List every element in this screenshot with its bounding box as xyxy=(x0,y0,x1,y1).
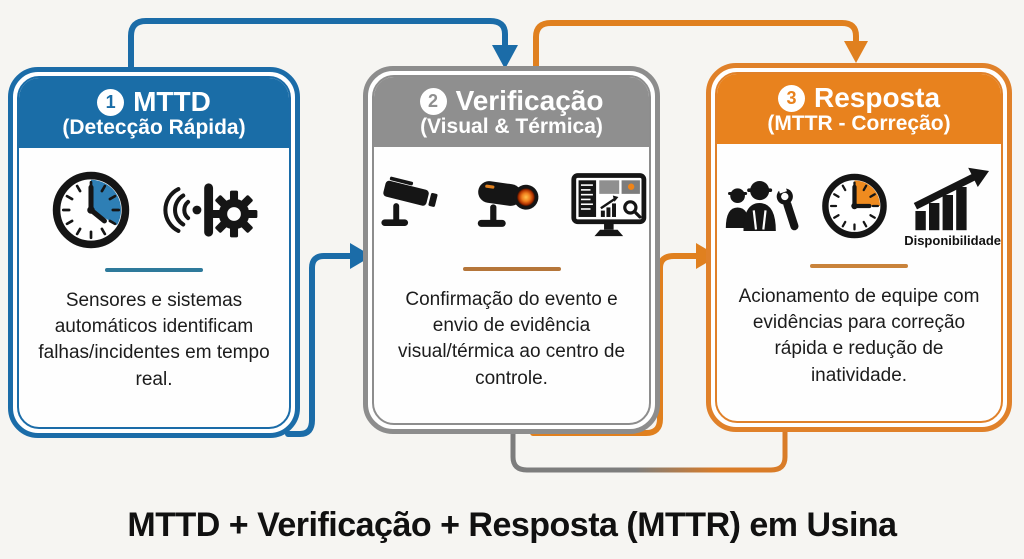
card-subtitle: (Visual & Térmica) xyxy=(420,115,603,138)
card-verificacao-inner: 2 Verificação (Visual & Térmica) xyxy=(372,75,651,425)
cctv-camera-icon xyxy=(381,176,438,227)
connector-mid-blue xyxy=(285,243,372,437)
card-title: Resposta xyxy=(813,82,941,113)
card-verificacao-body: Confirmação do evento e envio de evidênc… xyxy=(397,289,626,389)
divider-line xyxy=(462,267,561,271)
step-number-badge: 1 xyxy=(97,88,125,116)
connector-bottom-loop xyxy=(510,427,788,473)
card-resposta-body: Acionamento de equipe com evidências par… xyxy=(738,286,980,386)
card-resposta-header: 3 Resposta (MTTR - Correção) xyxy=(717,74,1001,144)
card-subtitle: (MTTR - Correção) xyxy=(767,112,951,135)
card-mttd-inner: 1 MTTD (Detecção Rápida) xyxy=(17,76,291,429)
card-mttd-body: Sensores e sistemas automáticos identifi… xyxy=(38,290,270,390)
magnifier-icon xyxy=(623,200,642,219)
card-verificacao-header: 2 Verificação (Visual & Térmica) xyxy=(374,77,649,147)
availability-label: Disponibilidade xyxy=(904,232,1001,248)
card-resposta-icons: Disponibilidade xyxy=(717,160,1001,252)
card-mttd-header: 1 MTTD (Detecção Rápida) xyxy=(19,78,289,148)
card-mttd-title-row: 1 MTTD xyxy=(97,88,211,116)
availability-chart-icon xyxy=(913,167,989,230)
card-mttd: 1 MTTD (Detecção Rápida) xyxy=(8,67,300,438)
step-number-badge: 3 xyxy=(777,84,805,112)
card-verificacao: 2 Verificação (Visual & Térmica) xyxy=(363,66,660,434)
card-mttd-icons xyxy=(19,164,289,256)
availability-icon-group: Disponibilidade xyxy=(904,166,1001,247)
card-resposta-inner: 3 Resposta (MTTR - Correção) xyxy=(715,72,1003,423)
divider-line xyxy=(105,268,203,272)
card-resposta: 3 Resposta (MTTR - Correção) xyxy=(706,63,1012,432)
card-subtitle: (Detecção Rápida) xyxy=(62,116,246,139)
step-number-badge: 2 xyxy=(419,87,447,115)
mini-bar-chart xyxy=(601,203,617,217)
arrowhead-down-blue xyxy=(492,45,518,69)
monitoring-screen-icon xyxy=(571,173,647,237)
sensor-gear-icon xyxy=(163,183,258,238)
card-verificacao-title-row: 2 Verificação xyxy=(419,85,604,116)
arrowhead-down-orange xyxy=(844,41,868,63)
camera-feed-thumbnail xyxy=(599,180,620,194)
clock-icon xyxy=(52,171,130,249)
thermal-camera-icon xyxy=(477,181,539,227)
diagram-title: MTTD + Verificação + Resposta (MTTR) em … xyxy=(127,506,897,544)
divider-line xyxy=(810,264,908,268)
wrench-icon xyxy=(776,184,799,231)
maintenance-team-icon xyxy=(725,181,799,231)
clock-icon xyxy=(822,173,888,239)
gear-icon xyxy=(210,190,258,238)
connector-top-blue xyxy=(128,18,518,75)
card-verificacao-icons xyxy=(374,163,649,255)
card-title: Verificação xyxy=(455,85,604,116)
connector-top-orange xyxy=(533,20,868,73)
arrowhead-right-blue xyxy=(350,243,372,269)
card-resposta-title-row: 3 Resposta xyxy=(777,82,941,113)
card-title: MTTD xyxy=(133,86,211,117)
